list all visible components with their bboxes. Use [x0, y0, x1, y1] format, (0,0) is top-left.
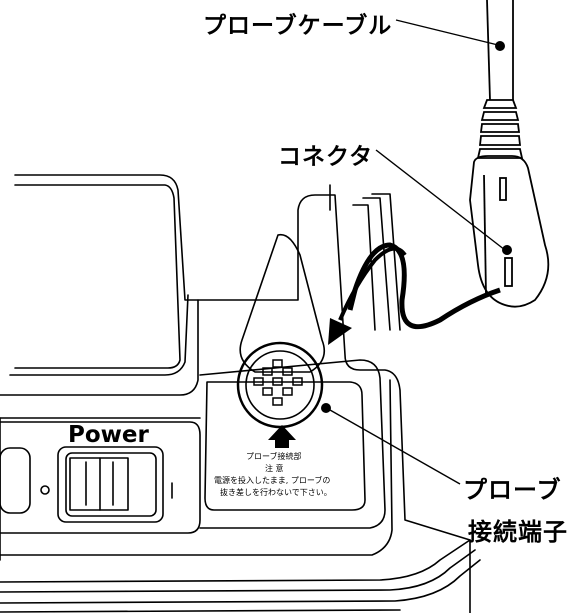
power-rocker[interactable]: [69, 457, 129, 511]
side-rail-1: [352, 204, 376, 331]
up-arrow-icon: [268, 425, 296, 448]
plate-text-3: 電源を投入したまま, プローブの: [214, 476, 331, 485]
plate-text-4: 抜き差しを行わないで下さい。: [220, 488, 332, 497]
probe-connector-body: [469, 155, 550, 308]
device-casing-line-2: [0, 299, 199, 396]
probe-key-bottom: [504, 257, 513, 287]
insertion-arrow: [338, 246, 407, 321]
probe-cable: [469, 0, 550, 308]
power-switch-inner: [65, 452, 157, 517]
device-casing-line-5: [0, 549, 476, 593]
panel-outline-2: [0, 379, 393, 556]
panel-outline-1: [199, 359, 386, 529]
terminal-callout-dot: [321, 403, 331, 413]
device-body-outline: [14, 174, 471, 613]
side-rail-3: [371, 193, 401, 331]
device-casing-line-7: [0, 609, 401, 613]
connector-socket: [236, 341, 324, 429]
cable-callout-dot: [495, 41, 505, 51]
callout-leaders: [329, 19, 506, 485]
off-symbol: [40, 485, 50, 495]
device-casing-line-6: [0, 559, 481, 604]
power-panel-outline: [0, 421, 201, 534]
plate-text-2: 注 意: [265, 464, 284, 473]
insertion-arrow-head: [328, 318, 352, 345]
cable-loop: [347, 242, 501, 330]
connector-plate: [204, 381, 366, 511]
plate-text-1: プローブ接続部: [246, 452, 302, 461]
terminal-label: 接続端子: [468, 518, 567, 546]
device-casing-line-4: [0, 539, 471, 583]
screen-frame: [14, 184, 181, 369]
strain-relief: [476, 99, 524, 159]
left-button[interactable]: [0, 447, 31, 514]
connector-label: コネクタ: [278, 144, 374, 170]
power-switch-frame: [57, 446, 164, 523]
socket-pins: [253, 359, 303, 406]
device-casing-line-1: [9, 294, 189, 376]
probe-key-top: [499, 177, 507, 201]
connector-housing: [239, 233, 326, 373]
side-rail-2: [362, 197, 391, 331]
connector-callout-dot: [502, 245, 512, 255]
probe-label: プローブ: [463, 476, 562, 504]
power-label: Power: [68, 422, 149, 448]
probe-cable-label: プローブケーブル: [203, 13, 393, 39]
